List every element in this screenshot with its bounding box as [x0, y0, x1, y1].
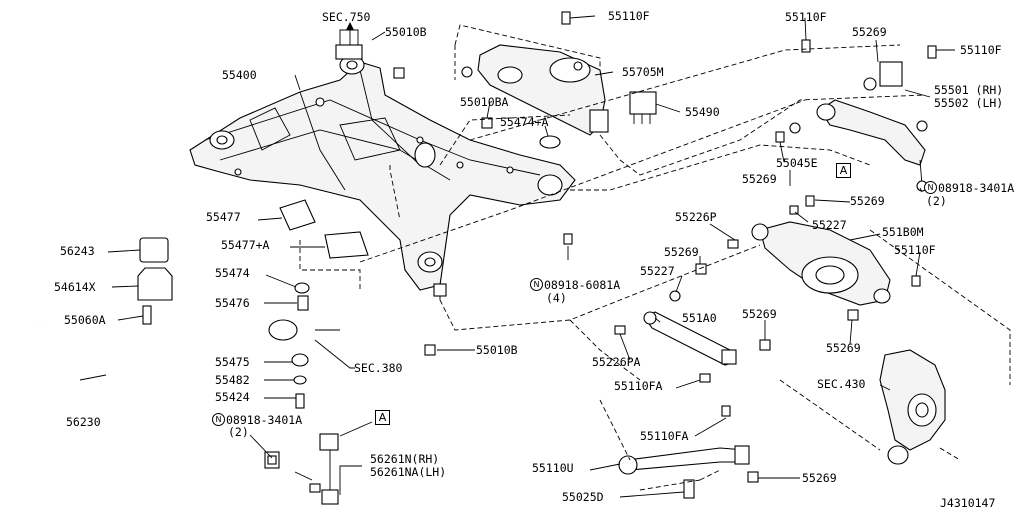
- label-55269-lower-left[interactable]: 55269: [664, 245, 699, 259]
- label-55010b-top[interactable]: 55010B: [385, 25, 427, 39]
- bushing-56243: [139, 237, 169, 263]
- label-55269-upper[interactable]: 55269: [852, 25, 887, 39]
- knuckle: [879, 349, 946, 465]
- n-circle-icon: N: [212, 413, 225, 426]
- label-55424[interactable]: 55424: [215, 390, 250, 404]
- dashed-leaders: [299, 24, 1011, 491]
- lateral-link: [643, 311, 737, 366]
- label-08918-3401a-upper[interactable]: 08918-3401A: [938, 181, 1015, 195]
- stabilizer-link: [319, 433, 339, 451]
- label-55045e[interactable]: 55045E: [776, 156, 818, 170]
- label-56243[interactable]: 56243: [60, 244, 95, 258]
- label-sec380[interactable]: SEC.380: [354, 361, 403, 375]
- label-55226pa[interactable]: 55226PA: [592, 355, 641, 369]
- label-55110f-top[interactable]: 55110F: [608, 9, 650, 23]
- upper-link-arm: [816, 61, 928, 192]
- label-55010ba[interactable]: 55010BA: [460, 95, 509, 109]
- label-55110f-lower[interactable]: 55110F: [894, 243, 936, 257]
- label-55110u[interactable]: 55110U: [532, 461, 574, 475]
- arrow-head-icon: [346, 22, 354, 30]
- actuator-assembly: [461, 44, 609, 136]
- label-sec430[interactable]: SEC.430: [817, 377, 866, 391]
- label-55227-lower[interactable]: 55227: [640, 264, 675, 278]
- label-55269-arm[interactable]: 55269: [826, 341, 861, 355]
- label-55227-upper[interactable]: 55227: [812, 218, 847, 232]
- label-56230[interactable]: 56230: [66, 415, 101, 429]
- lower-spring-arm: [751, 221, 891, 306]
- label-55269-link[interactable]: 55269: [742, 307, 777, 321]
- label-55400[interactable]: 55400: [222, 68, 257, 82]
- stabilizer-bar: [20, 320, 301, 480]
- n-circle-icon: N: [530, 278, 543, 291]
- label-56261n-rh[interactable]: 56261N(RH): [370, 452, 440, 466]
- label-55110fa-link[interactable]: 55110FA: [614, 379, 663, 393]
- label-55060a[interactable]: 55060A: [64, 313, 106, 327]
- rear-lower-link: [618, 445, 750, 475]
- label-551a0[interactable]: 551A0: [682, 311, 717, 325]
- label-sec750[interactable]: SEC.750: [322, 10, 371, 24]
- label-55501-rh[interactable]: 55501 (RH): [934, 83, 1004, 97]
- label-55110fa-lower[interactable]: 55110FA: [640, 429, 689, 443]
- relay-55490: [629, 91, 657, 124]
- label-08918-3401a-upper-qty: (2): [926, 194, 947, 208]
- rear-subframe: [189, 29, 576, 300]
- label-54614x[interactable]: 54614X: [54, 280, 96, 294]
- label-56261na-lh[interactable]: 56261NA(LH): [370, 465, 447, 479]
- mount-55475: [268, 319, 298, 341]
- bolt-55060A: [142, 305, 152, 325]
- label-55475[interactable]: 55475: [215, 355, 250, 369]
- label-08918-6081a[interactable]: 08918-6081A: [544, 278, 621, 292]
- n-circle-icon: N: [924, 181, 937, 194]
- diagram-reference-number: J4310147: [940, 496, 996, 510]
- solid-leaders: [79, 15, 955, 498]
- label-55490[interactable]: 55490: [685, 105, 720, 119]
- label-55269-bottom[interactable]: 55269: [802, 471, 837, 485]
- label-55269-mid[interactable]: 55269: [742, 172, 777, 186]
- bracket-55477A: [324, 231, 369, 259]
- label-55474a[interactable]: 55474+A: [500, 115, 549, 129]
- label-55025d[interactable]: 55025D: [562, 490, 604, 504]
- label-08918-6081a-qty: (4): [546, 291, 567, 305]
- clamp-54614X: [137, 267, 173, 301]
- label-55502-lh[interactable]: 55502 (LH): [934, 96, 1004, 110]
- label-55110f-right[interactable]: 55110F: [960, 43, 1002, 57]
- label-55269-right[interactable]: 55269: [850, 194, 885, 208]
- label-55226p[interactable]: 55226P: [675, 210, 717, 224]
- label-55474[interactable]: 55474: [215, 266, 250, 280]
- label-55705m[interactable]: 55705M: [622, 65, 664, 79]
- label-55482[interactable]: 55482: [215, 373, 250, 387]
- bracket-55477: [279, 199, 316, 231]
- label-551b0m[interactable]: 551B0M: [882, 225, 924, 239]
- label-55477a[interactable]: 55477+A: [221, 238, 270, 252]
- ref-box-a-lower[interactable]: A: [375, 410, 390, 425]
- ref-box-a-upper[interactable]: A: [836, 163, 851, 178]
- label-55476[interactable]: 55476: [215, 296, 250, 310]
- label-08918-3401a-lower-qty: (2): [228, 425, 249, 439]
- label-55477[interactable]: 55477: [206, 210, 241, 224]
- label-55110f-upper[interactable]: 55110F: [785, 10, 827, 24]
- label-08918-3401a-lower[interactable]: 08918-3401A: [226, 413, 303, 427]
- label-55010b-lower[interactable]: 55010B: [476, 343, 518, 357]
